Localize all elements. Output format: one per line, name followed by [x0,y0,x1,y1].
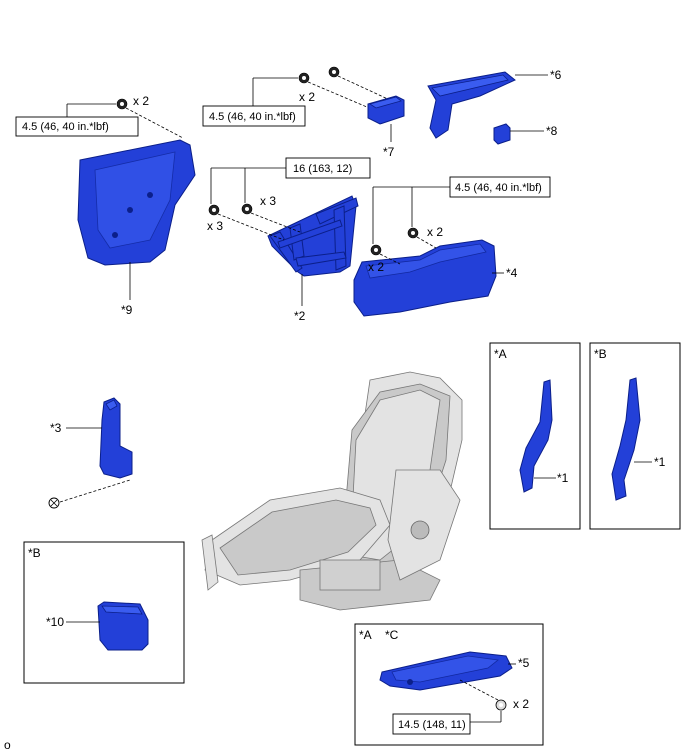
bolt-5 [495,699,507,711]
screw-3 [48,497,60,509]
quantity-7: x 2 [299,90,315,104]
part-4-cover [353,239,497,317]
part-7-switch [367,95,405,125]
label-part-10: *10 [46,615,64,629]
torque-box-1 [15,116,139,137]
torque-spec-5: 14.5 (148, 11) [398,719,466,731]
quantity-5: x 2 [513,697,529,711]
quantity-4a: x 2 [368,260,384,274]
part-1-variant-b [611,377,641,501]
bolt-7b [328,66,340,78]
label-part-5: *5 [518,656,530,670]
part-9-side-cover [77,139,196,266]
label-part-1a: *1 [557,471,569,485]
bolt-4b [407,227,419,239]
bolt-2a [208,204,220,216]
label-part-9: *9 [121,303,133,317]
torque-spec-4: 4.5 (46, 40 in.*lbf) [455,182,542,194]
seat-illustration [201,371,463,611]
part-6-trim [427,71,516,139]
torque-box-3 [285,157,371,179]
torque-box-5 [392,713,471,735]
torque-spec-1: 4.5 (46, 40 in.*lbf) [22,121,109,133]
panel-b-label: *B [594,347,607,361]
panel-ac-label-c: *C [385,628,399,642]
panel-a-label: *A [494,347,507,361]
part-5-tray [379,651,513,691]
bolt-4a [370,244,382,256]
bolt-9 [116,98,128,110]
part-10-cover [97,601,149,651]
part-3-bracket [99,397,133,479]
torque-box-4 [449,176,551,198]
panel-ac-label-a: *A [359,628,372,642]
diagram-code: o [4,738,11,752]
label-part-8: *8 [546,124,558,138]
bolt-7a [298,72,310,84]
quantity-9: x 2 [133,94,149,108]
quantity-4b: x 2 [427,225,443,239]
part-1-variant-a [519,379,553,493]
label-part-1b: *1 [654,455,666,469]
label-part-3: *3 [50,421,62,435]
part-8-clip [493,123,511,145]
bolt-2b [241,203,253,215]
quantity-2a: x 3 [207,219,223,233]
part-2-frame [267,195,359,277]
torque-spec-3: 16 (163, 12) [293,163,352,175]
label-part-2: *2 [294,309,306,323]
torque-box-2 [202,105,306,127]
label-part-7: *7 [383,145,395,159]
quantity-2b: x 3 [260,194,276,208]
torque-spec-2: 4.5 (46, 40 in.*lbf) [209,111,296,123]
label-part-6: *6 [550,68,562,82]
label-part-4: *4 [506,266,518,280]
panel-b2-label: *B [28,546,41,560]
